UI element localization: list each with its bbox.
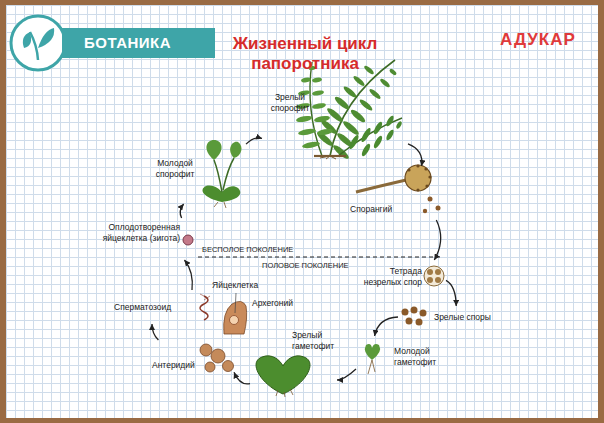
cycle-arrow	[246, 138, 262, 144]
stage-label: Молодой гаметофит	[394, 346, 446, 367]
stage-node: Тетрада незрелых спор	[356, 260, 446, 294]
section-band: БОТАНИКА	[62, 28, 215, 58]
stage-label: Зрелые споры	[434, 312, 492, 323]
cycle-arrow	[446, 280, 456, 306]
cycle-arrow	[434, 220, 440, 260]
stage-node: Зрелый спорофит	[262, 52, 408, 160]
cycle-arrow	[337, 369, 356, 380]
cycle-arrow	[408, 144, 422, 166]
generation-label: БЕСПОЛОЕ ПОКОЛЕНИЕ	[202, 245, 293, 255]
stage-label: Зрелый спорофит	[266, 92, 314, 113]
mature-gametophyte	[256, 356, 310, 397]
generation-label: ПОЛОВОЕ ПОКОЛЕНИЕ	[262, 261, 349, 271]
mature-spores	[402, 307, 427, 326]
stage-node: Зрелые споры	[398, 306, 495, 328]
cycle-arrow	[234, 372, 250, 384]
stage-node: Молодой спорофит	[150, 136, 246, 204]
stage-label: Молодой спорофит	[152, 158, 198, 179]
botany-icon	[11, 16, 65, 70]
stage-label: Оплодотворенная яйцеклетка (зигота)	[100, 222, 180, 243]
part-label: Яйцеклетка	[212, 280, 258, 291]
fern-sporophyte	[296, 60, 403, 161]
stage-node: Зрелый гаметофит	[250, 326, 337, 398]
stage-label: Сперматозоид	[114, 302, 180, 313]
diagram-title: Жизненный цикл папоротника	[210, 34, 400, 74]
stage-node: Молодой гаметофит	[356, 336, 449, 380]
cycle-arrow	[375, 317, 398, 336]
young-gametophyte	[365, 344, 380, 374]
cycle-arrow	[184, 260, 192, 290]
generation-divider	[198, 257, 440, 258]
stage-node: Сперматозоид	[112, 290, 212, 324]
cycle-arrow	[152, 324, 158, 340]
spore-tetrad	[424, 266, 444, 286]
spermatozoid	[200, 294, 210, 320]
antheridium	[200, 344, 234, 372]
stage-label: Зрелый гаметофит	[292, 330, 334, 351]
stage-label: Антеридий	[152, 360, 202, 371]
brand-logo: АДУКАР	[500, 30, 576, 50]
stage-label: БОТАНИКА	[84, 34, 204, 52]
young-sporophyte	[203, 140, 242, 208]
part-label: Архегоний	[252, 298, 293, 309]
stage-label: Спорангий	[350, 204, 410, 215]
stage-node: Оплодотворенная яйцеклетка (зигота)	[100, 218, 196, 260]
zygote	[183, 235, 193, 245]
archegonium	[224, 293, 247, 334]
stage-node: Антеридий	[150, 340, 234, 378]
stage-node: Спорангий	[348, 166, 440, 220]
cycle-arrow	[180, 204, 183, 218]
stage-label: Тетрада незрелых спор	[358, 266, 422, 287]
